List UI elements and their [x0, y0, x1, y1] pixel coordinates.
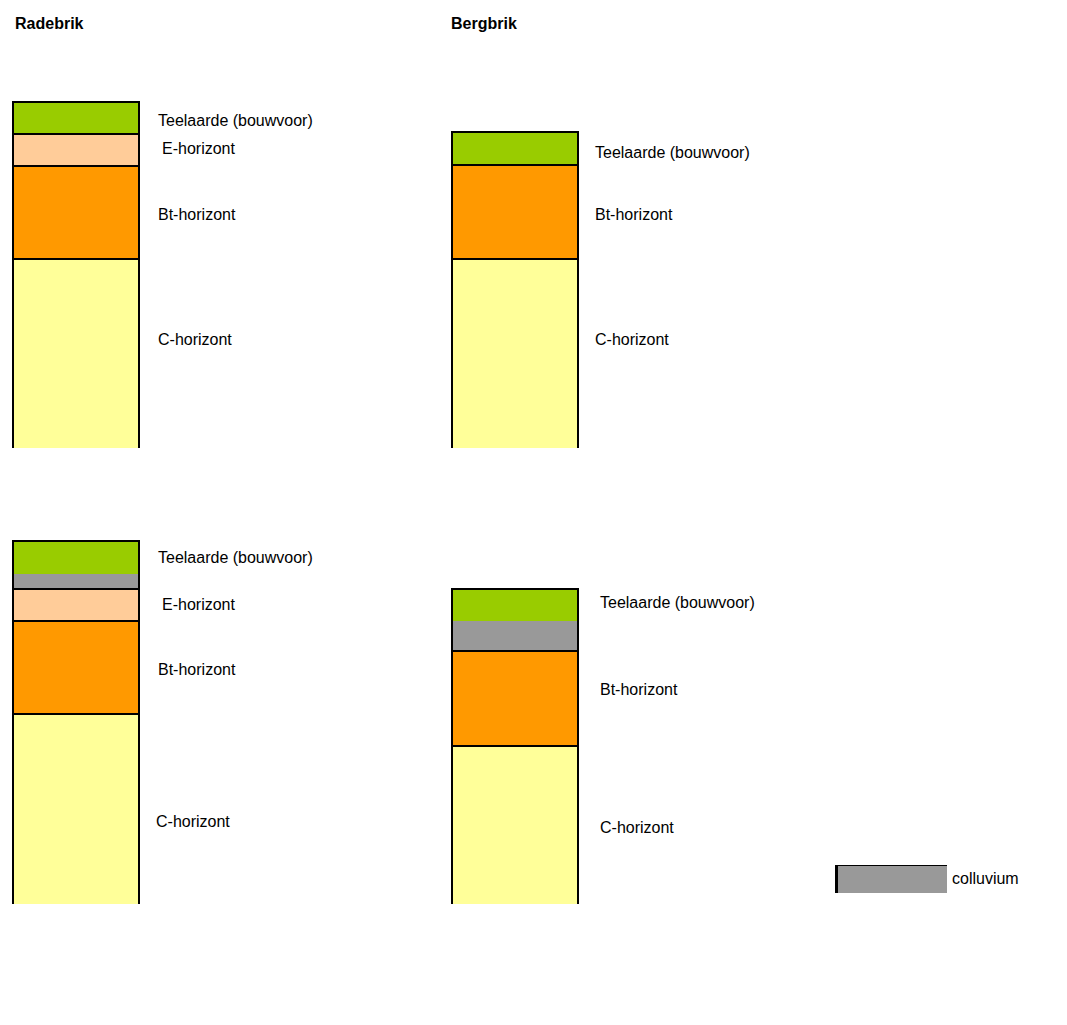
horizon-label: E-horizont [162, 140, 235, 158]
horizon-label: E-horizont [162, 596, 235, 614]
horizon-label: Teelaarde (bouwvoor) [595, 144, 750, 162]
soil-horizon: C-horizont [451, 258, 579, 448]
horizon-label: Teelaarde (bouwvoor) [158, 549, 313, 567]
soil-horizon: Bt-horizont [451, 164, 579, 259]
soil-horizon: Teelaarde (bouwvoor) [451, 131, 579, 165]
soil-horizon: Teelaarde (bouwvoor) [451, 588, 579, 621]
soil-horizon: Bt-horizont [12, 620, 140, 715]
horizon-label: Teelaarde (bouwvoor) [158, 112, 313, 130]
horizon-label: C-horizont [595, 331, 669, 349]
horizon-label: C-horizont [156, 813, 230, 831]
soil-horizon: C-horizont [451, 745, 579, 904]
legend-swatch [835, 865, 947, 893]
soil-horizon: Bt-horizont [451, 650, 579, 747]
soil-horizon: E-horizont [12, 133, 140, 166]
horizon-label: C-horizont [158, 331, 232, 349]
colluvium-band [452, 620, 578, 651]
soil-horizon: Teelaarde (bouwvoor) [12, 540, 140, 574]
horizon-label: Teelaarde (bouwvoor) [600, 594, 755, 612]
soil-horizon: C-horizont [12, 258, 140, 448]
profile-heading: Radebrik [15, 15, 83, 33]
soil-horizon: E-horizont [12, 588, 140, 622]
horizon-label: Bt-horizont [158, 661, 235, 679]
colluvium-band [13, 573, 139, 589]
horizon-label: Bt-horizont [158, 206, 235, 224]
profile-heading: Bergbrik [451, 15, 517, 33]
horizon-label: C-horizont [600, 819, 674, 837]
horizon-label: Bt-horizont [595, 206, 672, 224]
horizon-label: Bt-horizont [600, 681, 677, 699]
soil-horizon: Bt-horizont [12, 165, 140, 259]
soil-horizon: C-horizont [12, 713, 140, 904]
soil-horizon: Teelaarde (bouwvoor) [12, 101, 140, 134]
legend-label: colluvium [952, 870, 1019, 888]
